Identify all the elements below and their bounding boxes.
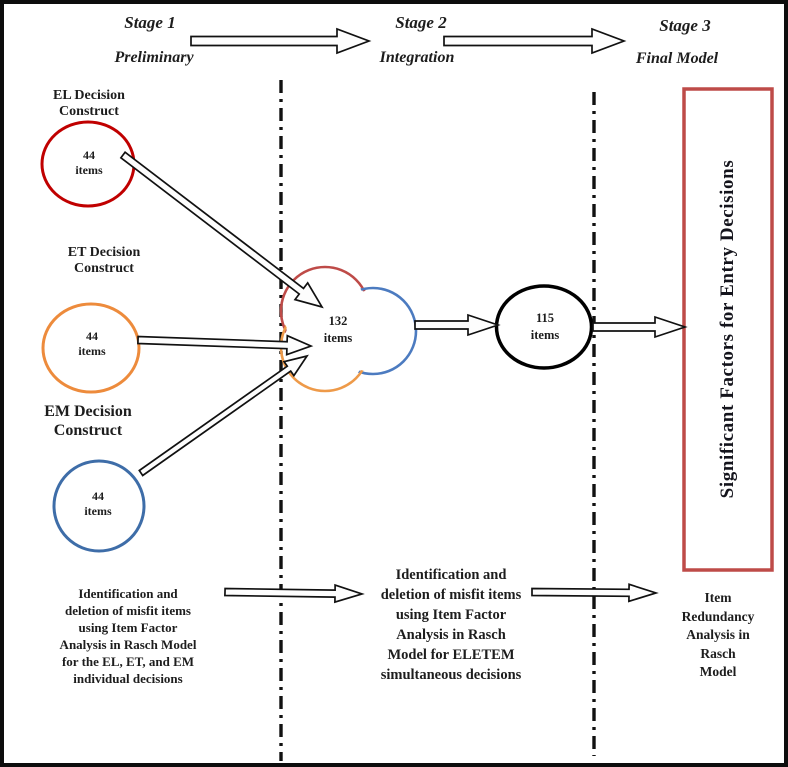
et-construct-label: ET Decision Construct [68, 245, 140, 277]
em-construct-label: EM Decision Construct [44, 402, 132, 440]
note-stage3: Item Redundancy Analysis in Rasch Model [682, 589, 755, 682]
note-stage3-line: Model [699, 663, 737, 679]
note-stage1-line: using Item Factor [78, 620, 178, 635]
el-circle-count: 44 items [75, 148, 102, 178]
note-stage1-line: for the EL, ET, and EM [61, 654, 195, 669]
em-count-value: 44 [91, 489, 104, 503]
cluster-count-value: 132 [328, 314, 348, 328]
diagram-canvas [40, 27, 774, 761]
final-model-circle [494, 284, 594, 370]
note-stage3-line: Analysis in [686, 626, 750, 642]
el-construct-label-line2: Construct [59, 104, 119, 119]
note-stage3-line: Redundancy [681, 608, 755, 624]
stage1-subtitle: Preliminary [114, 49, 194, 66]
em-to-cluster-arrow [138, 354, 309, 477]
em-count-unit: items [84, 504, 112, 518]
note-stage2-line: Analysis in Rasch [396, 627, 506, 643]
stage2-to-stage3-arrow [443, 27, 627, 55]
arrow-layer [119, 27, 688, 604]
final-circle-count: 115 items [531, 310, 559, 344]
em-construct-circle [52, 459, 146, 553]
el-to-cluster-arrow [119, 151, 324, 309]
note-stage1-line: Analysis in Rasch Model [59, 637, 197, 652]
note-stage3-line: Item [704, 589, 732, 605]
note-stage2-line: using Item Factor [395, 607, 507, 623]
outcome-box-label: Significant Factors for Entry Decisions [717, 159, 738, 499]
cluster-count-unit: items [323, 331, 353, 345]
final-to-outcome-arrow [592, 315, 688, 339]
cluster-to-final-arrow [414, 313, 501, 337]
note-stage1-line: Identification and [78, 586, 178, 601]
em-construct-label-line1: EM Decision [44, 403, 132, 420]
note-stage2-line: simultaneous decisions [380, 667, 522, 683]
et-to-cluster-arrow [137, 334, 314, 356]
final-count-unit: items [530, 328, 560, 342]
note-stage2-line: deletion of misfit items [380, 587, 522, 603]
stage2-subtitle: Integration [379, 49, 455, 66]
et-construct-label-line2: Construct [74, 261, 134, 276]
cluster-count: 132 items [324, 313, 352, 347]
note-stage2-line: Identification and [395, 567, 507, 583]
final-count-value: 115 [535, 311, 555, 325]
et-count-unit: items [78, 344, 106, 358]
el-count-unit: items [75, 163, 103, 177]
et-construct-circle [41, 302, 141, 394]
stage2-title: Stage 2 [395, 13, 447, 32]
el-construct-label-line1: EL Decision [53, 88, 125, 103]
cluster-fill [283, 305, 367, 389]
et-count-value: 44 [85, 329, 98, 343]
note-stage1-line: individual decisions [73, 671, 183, 686]
note-stage1-line: deletion of misfit items [64, 603, 192, 618]
note2-to-note3-arrow [531, 583, 659, 603]
note1-to-note2-arrow [224, 583, 365, 604]
stage3-subtitle: Final Model [635, 50, 719, 67]
stage1-title: Stage 1 [124, 13, 176, 32]
em-circle-count: 44 items [84, 489, 111, 519]
el-construct-label: EL Decision Construct [53, 88, 125, 120]
stage1-to-stage2-arrow [190, 27, 372, 55]
et-construct-label-line1: ET Decision [67, 245, 141, 260]
note-stage3-line: Rasch [700, 645, 736, 661]
stage3-title: Stage 3 [659, 16, 711, 35]
el-count-value: 44 [82, 148, 95, 162]
note-stage1: Identification and deletion of misfit it… [60, 585, 197, 687]
em-construct-label-line2: Construct [53, 422, 123, 439]
outcome-box [682, 87, 774, 572]
note-stage2: Identification and deletion of misfit it… [381, 565, 522, 685]
et-circle-count: 44 items [78, 329, 105, 359]
note-stage2-line: Model for ELETEM [387, 647, 515, 663]
